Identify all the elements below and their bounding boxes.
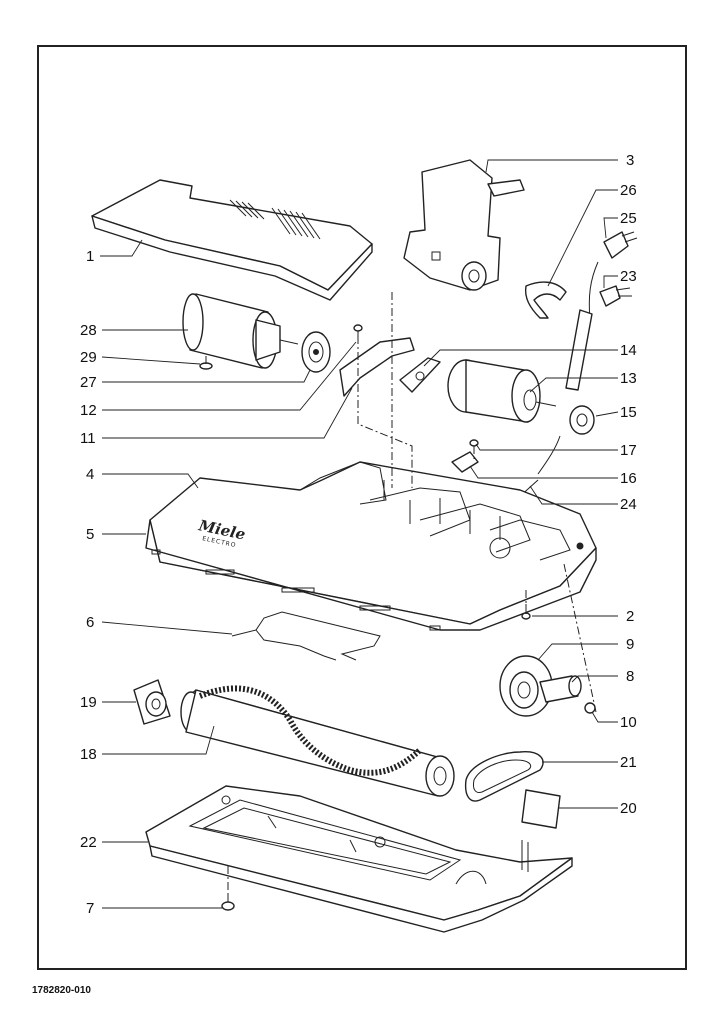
callout-14: 14	[620, 342, 637, 359]
callout-5: 5	[86, 526, 94, 543]
leader-lines	[100, 159, 619, 909]
part-6-wire-spring	[231, 611, 381, 661]
part-8-axle	[539, 675, 582, 703]
part-15-pulley	[569, 405, 595, 435]
callout-26: 26	[620, 182, 637, 199]
drawing-frame	[37, 45, 687, 970]
callout-9: 9	[626, 636, 634, 653]
part-2-screw	[521, 604, 531, 620]
callout-8: 8	[626, 668, 634, 685]
part-20-plate	[521, 789, 561, 829]
part-1-top-cover	[91, 179, 373, 301]
part-11-bracket	[339, 337, 415, 397]
callout-4: 4	[86, 466, 94, 483]
part-13-brush-motor	[447, 359, 557, 423]
part-19-bearing	[133, 679, 171, 725]
callout-13: 13	[620, 370, 637, 387]
part-21-belt	[464, 751, 544, 802]
callout-23: 23	[620, 268, 637, 285]
callout-labels: 1 2 3 4 5 6 7 8 9 10 11 12 13 14 15 16 1…	[80, 152, 637, 917]
callout-1: 1	[86, 248, 94, 265]
part-16-contact-plate	[451, 451, 479, 473]
part-7-screw	[221, 894, 235, 911]
part-4-housing: Miele ELECTRO	[145, 461, 597, 631]
callout-12: 12	[80, 402, 97, 419]
part-29-screw	[199, 356, 213, 370]
callout-28: 28	[80, 322, 97, 339]
callout-24: 24	[620, 496, 637, 513]
callout-20: 20	[620, 800, 637, 817]
part-24-wire	[537, 435, 561, 475]
callout-6: 6	[86, 614, 94, 631]
callout-15: 15	[620, 404, 637, 421]
callout-11: 11	[80, 430, 96, 447]
callout-2: 2	[626, 608, 634, 625]
callout-22: 22	[80, 834, 97, 851]
part-10-washer	[584, 702, 596, 714]
part-3-handle-joint	[403, 159, 525, 291]
part-14-brush-holder	[399, 357, 441, 393]
callout-19: 19	[80, 694, 97, 711]
document-number: 1782820-010	[32, 985, 91, 996]
part-22-base-plate	[145, 785, 573, 933]
callout-27: 27	[80, 374, 97, 391]
callout-21: 21	[620, 754, 637, 771]
callout-10: 10	[620, 714, 637, 731]
callout-29: 29	[80, 349, 97, 366]
part-26-clip	[524, 281, 567, 319]
part-9-wheel	[499, 655, 553, 717]
part-28-motor	[182, 293, 299, 369]
part-18-brush-roller	[180, 685, 455, 797]
callout-17: 17	[620, 442, 637, 459]
assembly-lines	[227, 292, 597, 894]
part-27-fan	[301, 331, 331, 373]
callout-25: 25	[620, 210, 637, 227]
callout-7: 7	[86, 900, 94, 917]
callout-3: 3	[626, 152, 634, 169]
callout-18: 18	[80, 746, 97, 763]
callout-16: 16	[620, 470, 637, 487]
